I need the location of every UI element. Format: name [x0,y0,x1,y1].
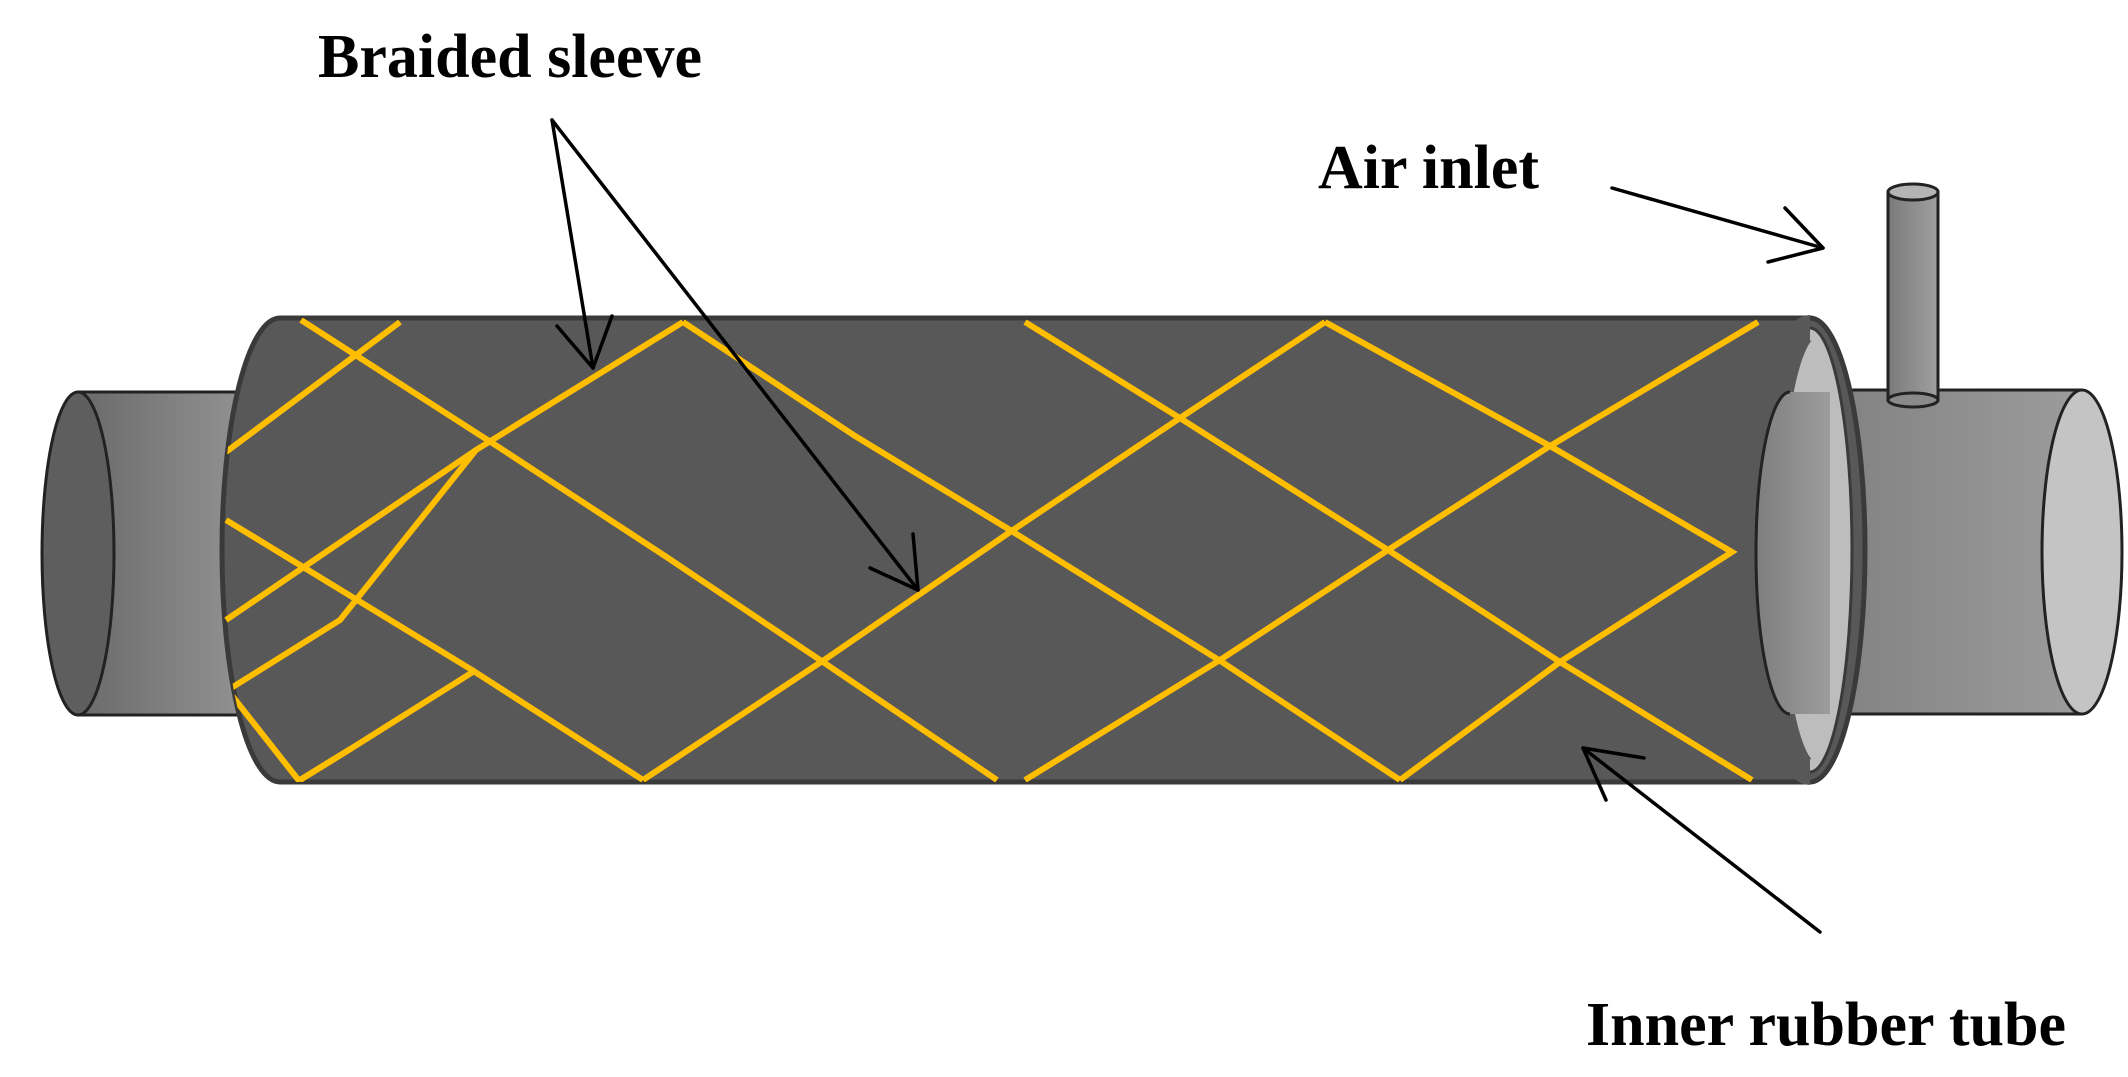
air-inlet-annotation: Air inlet [1318,134,1825,264]
inner-rubber-tube-annotation: Inner rubber tube [1581,746,2066,1059]
braid-strand [298,745,354,782]
air-inlet-arrow [1610,186,1825,250]
braid-strand [1323,319,1738,782]
arrow-head [1766,206,1825,264]
braided-sleeve-label: Braided sleeve [318,23,702,91]
braid-strand [641,319,1327,782]
right-end-cap [1800,388,2124,716]
air-inlet-label: Air inlet [1318,134,1539,202]
arrow-head [555,314,614,370]
braid-strand [226,448,479,693]
arrow-head [868,532,920,592]
braid-mesh [223,318,1760,782]
braid-strand [1023,319,1760,782]
braid-strand [299,318,999,782]
inner-rubber-tube-arrow [1581,746,1822,934]
braided-sleeve-annotation: Braided sleeve [318,23,920,592]
arrow-head [1581,746,1646,802]
braid-strand [224,319,402,455]
braid-strand [223,686,303,782]
braided-sleeve-arrow-short [550,118,595,370]
air-inlet-pipe [1886,182,1940,409]
inner-rubber-tube-label: Inner rubber tube [1586,991,2066,1059]
braided-sleeve-arrow-long [550,118,920,592]
